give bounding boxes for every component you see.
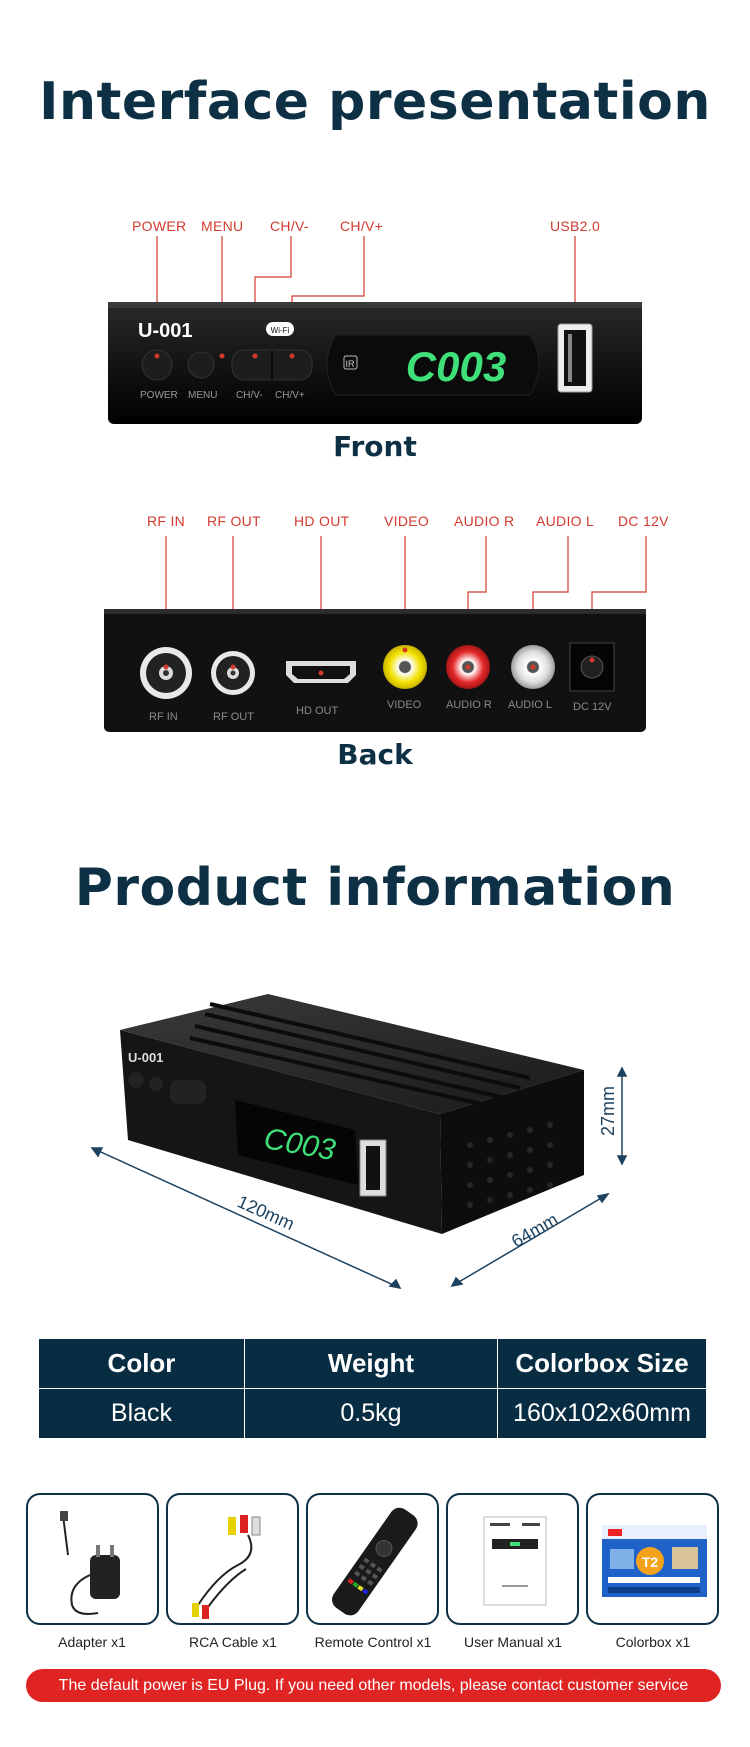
spec-header-row: Color Weight Colorbox Size [38,1338,707,1389]
accessory-label-rca: RCA Cable x1 [189,1634,277,1650]
callout-rf-out: RF OUT [207,513,261,529]
wifi-icon [266,322,294,336]
accessory-label-adapter: Adapter x1 [58,1634,126,1650]
back-panel-device: RF IN RF OUT HD OUT VIDEO AUDIO R AUDIO … [104,536,647,732]
svg-text:IR: IR [346,359,356,369]
callout-ch-down: CH/V- [270,218,309,234]
callout-hd-out: HD OUT [294,513,350,529]
callout-video: VIDEO [384,513,430,529]
accessory-label-colorbox: Colorbox x1 [615,1634,691,1650]
rca-cable-icon [192,1515,261,1619]
accessory-label-manual: User Manual x1 [463,1634,563,1650]
accessory-remote [306,1493,439,1625]
callout-power: POWER [132,218,187,234]
product-title: Product information [74,858,676,918]
callout-menu: MENU [201,218,244,234]
svg-text:MENU: MENU [188,390,217,401]
callout-audio-r: AUDIO R [454,513,515,529]
callout-ch-up: CH/V+ [340,218,384,234]
power-plug-notice: The default power is EU Plug. If you nee… [26,1669,721,1702]
interface-title: Interface presentation [39,72,711,132]
remote-control-icon [332,1507,418,1616]
power-adapter-icon [60,1511,120,1615]
svg-text:Wi-Fi: Wi-Fi [271,326,290,335]
dim-width: 64mm [508,1209,561,1251]
svg-text:AUDIO L: AUDIO L [508,699,552,711]
value-colorbox-size: 160x102x60mm [497,1388,707,1439]
svg-text:CH/V-: CH/V- [236,390,263,401]
svg-text:POWER: POWER [140,390,178,401]
accessory-manual [446,1493,579,1625]
colorbox-icon: T2 [602,1525,707,1597]
accessory-adapter [26,1493,159,1625]
accessory-colorbox: T2 [586,1493,719,1625]
header-weight: Weight [244,1338,498,1389]
svg-text:AUDIO R: AUDIO R [446,699,492,711]
callout-rf-in: RF IN [147,513,186,529]
back-label: Back [337,738,413,771]
svg-text:RF OUT: RF OUT [213,711,254,723]
callout-audio-l: AUDIO L [536,513,595,529]
header-colorbox-size: Colorbox Size [497,1338,707,1389]
accessory-label-remote: Remote Control x1 [314,1634,432,1650]
value-weight: 0.5kg [244,1388,498,1439]
svg-text:HD OUT: HD OUT [296,705,338,717]
svg-text:CH/V+: CH/V+ [275,390,305,401]
header-color: Color [38,1338,245,1389]
callout-usb: USB2.0 [550,218,601,234]
front-panel-device: U-001 Wi-Fi POWER MENU CH/V- CH/V+ IR C0… [108,236,642,424]
svg-text:T2: T2 [642,1554,659,1570]
front-brand: U-001 [138,320,192,342]
front-label: Front [333,430,417,463]
dim-height: 27mm [598,1086,618,1136]
value-color: Black [38,1388,245,1439]
spec-value-row: Black 0.5kg 160x102x60mm [38,1388,707,1439]
product-3d-image: U-001 C003 120mm 64mm 27mm [90,994,628,1290]
svg-text:VIDEO: VIDEO [387,699,422,711]
svg-text:DC 12V: DC 12V [573,701,612,713]
spec-table: Color Weight Colorbox Size Black 0.5kg 1… [38,1338,707,1439]
callout-dc-12v: DC 12V [618,513,669,529]
svg-text:U-001: U-001 [128,1050,163,1065]
front-display: C003 [406,343,506,390]
svg-text:RF IN: RF IN [149,711,178,723]
user-manual-icon [483,1516,547,1606]
accessory-rca-cable [166,1493,299,1625]
